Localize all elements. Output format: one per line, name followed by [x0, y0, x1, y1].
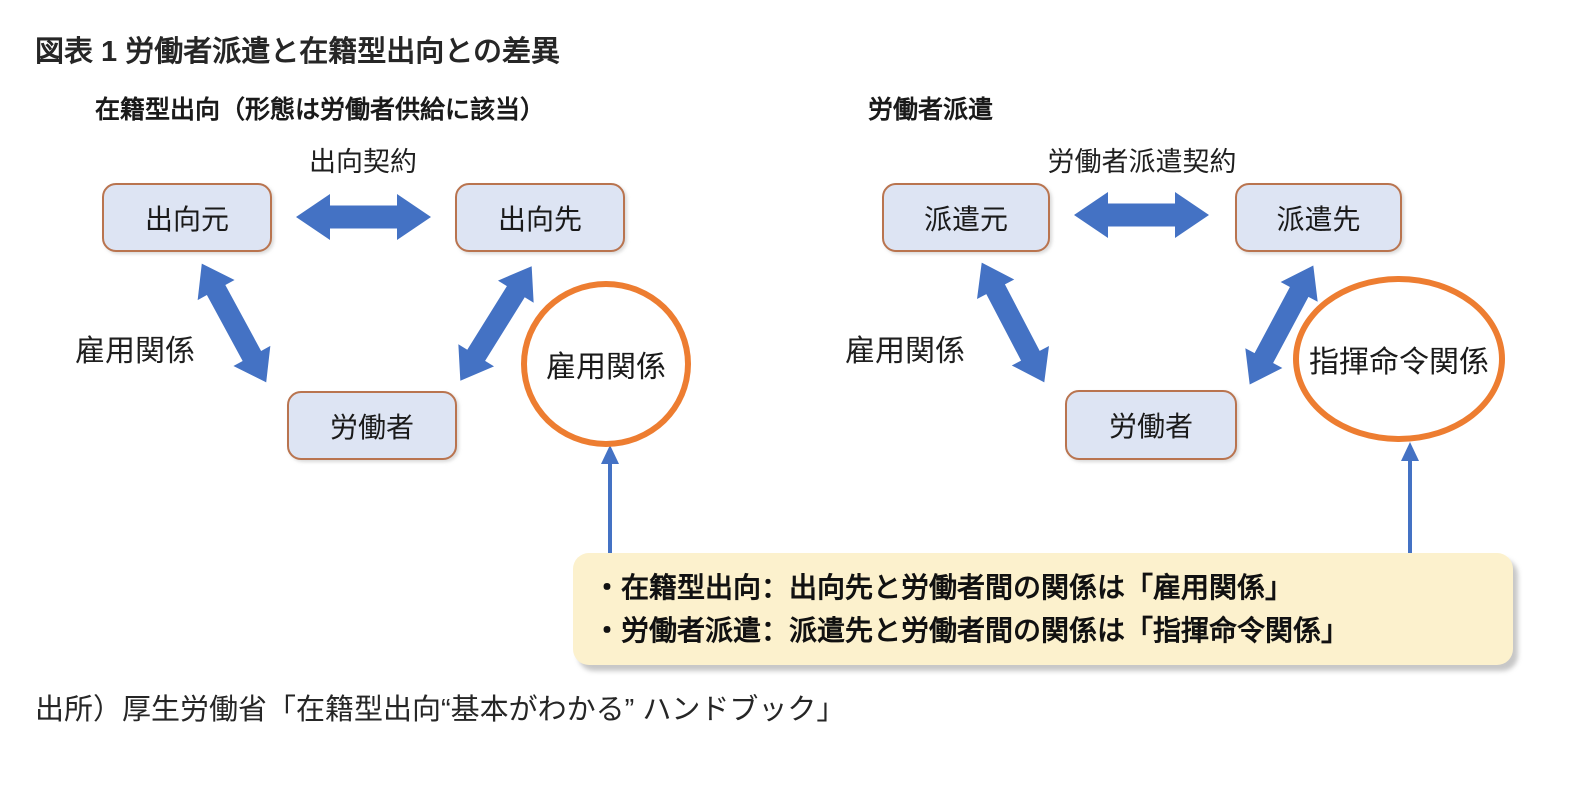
dispatch-contract-arrow [1074, 192, 1209, 238]
dispatch-employment-label: 雇用関係 [845, 335, 965, 368]
dispatch-employment-arrow [977, 262, 1049, 383]
dispatch-circle-label: 指揮命令関係 [1309, 346, 1489, 379]
secondment-highlight-circle: 雇用関係 [521, 281, 691, 447]
secondment-circle-label: 雇用関係 [546, 351, 666, 384]
dispatch-origin-label: 派遣元 [923, 203, 1008, 235]
secondment-destination-label: 出向先 [497, 203, 582, 235]
secondment-origin-box: 出向元 [102, 183, 272, 252]
note-pointer-right-arrow [1401, 442, 1419, 557]
dispatch-worker-label: 労働者 [1108, 411, 1193, 442]
figure-title: 図表 1 労働者派遣と在籍型出向との差異 [35, 36, 560, 68]
dispatch-destination-box: 派遣先 [1235, 183, 1402, 252]
secondment-destination-box: 出向先 [455, 183, 625, 252]
dispatch-worker-box: 労働者 [1065, 390, 1237, 460]
secondment-worker-label: 労働者 [329, 411, 414, 443]
dispatch-destination-label: 派遣先 [1276, 203, 1361, 235]
secondment-heading: 在籍型出向（形態は労働者供給に該当） [95, 96, 546, 124]
secondment-origin-label: 出向元 [144, 203, 229, 235]
secondment-employment-arrow [197, 263, 271, 383]
dispatch-contract-label: 労働者派遣契約 [1047, 147, 1237, 177]
note-box: ・在籍型出向：出向先と労働者間の関係は「雇用関係」 ・労働者派遣：派遣先と労働者… [573, 553, 1513, 665]
secondment-worker-box: 労働者 [287, 391, 457, 460]
secondment-contract-label: 出向契約 [309, 147, 417, 177]
note-line-2: ・労働者派遣：派遣先と労働者間の関係は「指揮命令関係」 [593, 615, 1350, 646]
note-line-1: ・在籍型出向：出向先と労働者間の関係は「雇用関係」 [593, 572, 1294, 603]
secondment-contract-arrow [296, 194, 431, 240]
secondment-employment-label: 雇用関係 [75, 335, 195, 368]
dispatch-heading: 労働者派遣 [868, 96, 994, 124]
dispatch-origin-box: 派遣元 [882, 183, 1050, 252]
source-citation: 出所）厚生労働省「在籍型出向“基本がわかる” ハンドブック」 [35, 694, 846, 726]
dispatch-highlight-ellipse: 指揮命令関係 [1293, 276, 1505, 442]
note-pointer-left-arrow [601, 445, 619, 557]
